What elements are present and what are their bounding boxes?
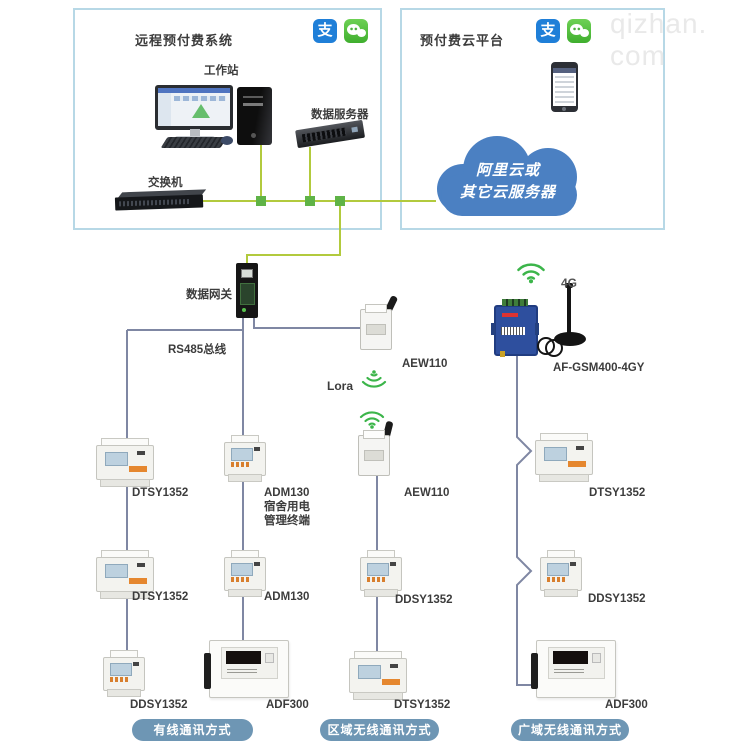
meter-label: ADF300	[605, 699, 648, 711]
ethernet-node-squares	[256, 196, 345, 206]
4g-label: 4G	[561, 276, 578, 290]
cloud-text-line2: 其它云服务器	[459, 184, 556, 201]
cloud-shape: 阿里云或 其它云服务器	[431, 136, 585, 216]
rs485-gray-lines	[126, 318, 533, 686]
din-meter	[96, 550, 154, 599]
meter-label: DDSY1352	[395, 594, 453, 606]
data-server-label: 数据服务器	[311, 109, 369, 121]
4g-antenna	[567, 286, 571, 336]
aew110-module	[358, 294, 402, 350]
din-meter	[224, 550, 266, 597]
din-meter	[96, 438, 154, 487]
comm-mode-pill-regional-wireless: 区域无线通讯方式	[320, 719, 439, 741]
din-meter	[540, 550, 582, 597]
antenna-cable-coil	[545, 339, 563, 357]
network-switch	[114, 189, 207, 211]
rs485-bus-label: RS485总线	[168, 344, 227, 356]
alipay-glyph: 支	[317, 22, 333, 39]
din-meter	[103, 650, 145, 697]
wifi-signal-icon	[517, 263, 545, 284]
af-gsm400-module	[491, 299, 539, 357]
meter-label: ADM130 宿舍用电 管理终端	[264, 486, 310, 528]
meter-label: DDSY1352	[130, 699, 188, 711]
adm130-line3: 管理终端	[264, 515, 310, 527]
alipay-icon: 支	[313, 19, 337, 43]
monitor-stand	[190, 129, 200, 137]
meter-label: ADM130	[264, 591, 310, 603]
alipay-glyph: 支	[540, 22, 556, 39]
cloud-text-line1: 阿里云或	[475, 162, 540, 179]
workstation-tower	[237, 87, 272, 145]
gateway-label: 数据网关	[186, 289, 232, 301]
smartphone	[551, 62, 578, 112]
data-gateway	[236, 263, 258, 318]
workstation-monitor	[155, 85, 233, 130]
meter-label: DTSY1352	[132, 591, 189, 603]
adf300-unit	[204, 640, 289, 698]
4g-antenna-tip	[565, 283, 573, 288]
lora-label: Lora	[327, 379, 354, 393]
meter-label: DTSY1352	[589, 487, 646, 499]
wechat-icon	[344, 19, 368, 43]
workstation-label: 工作站	[204, 65, 239, 77]
aew110-label: AEW110	[404, 487, 450, 499]
adf300-unit	[531, 640, 616, 698]
4g-antenna-base	[554, 332, 586, 346]
local-panel-title: 远程预付费系统	[135, 33, 234, 48]
meter-label: DTSY1352	[132, 487, 189, 499]
keyboard	[160, 137, 228, 148]
mouse	[221, 136, 233, 145]
aew110-label: AEW110	[402, 358, 448, 370]
din-meter	[360, 550, 402, 597]
switch-label: 交换机	[148, 177, 183, 189]
din-meter	[224, 435, 266, 482]
din-meter	[535, 433, 593, 482]
meter-label: ADF300	[266, 699, 309, 711]
wifi-signal-icon	[359, 411, 385, 429]
cloud-panel-title: 预付费云平台	[420, 33, 505, 48]
comm-mode-pill-wired: 有线通讯方式	[132, 719, 253, 741]
alipay-icon: 支	[536, 19, 560, 43]
ethernet-green-lines	[203, 145, 436, 266]
watermark: qizhan. com	[610, 8, 708, 71]
comm-mode-pill-wide-area-wireless: 广域无线通讯方式	[511, 719, 629, 741]
wifi-signal-icon	[361, 370, 387, 388]
wechat-icon	[567, 19, 591, 43]
aew110-module	[356, 420, 400, 476]
adm130-line2: 宿舍用电	[264, 501, 310, 513]
meter-label: DDSY1352	[588, 593, 646, 605]
meter-label: DTSY1352	[394, 699, 451, 711]
adm130-line1: ADM130	[264, 487, 310, 499]
af-gsm400-label: AF-GSM400-4GY	[553, 362, 645, 374]
din-meter	[349, 651, 407, 700]
